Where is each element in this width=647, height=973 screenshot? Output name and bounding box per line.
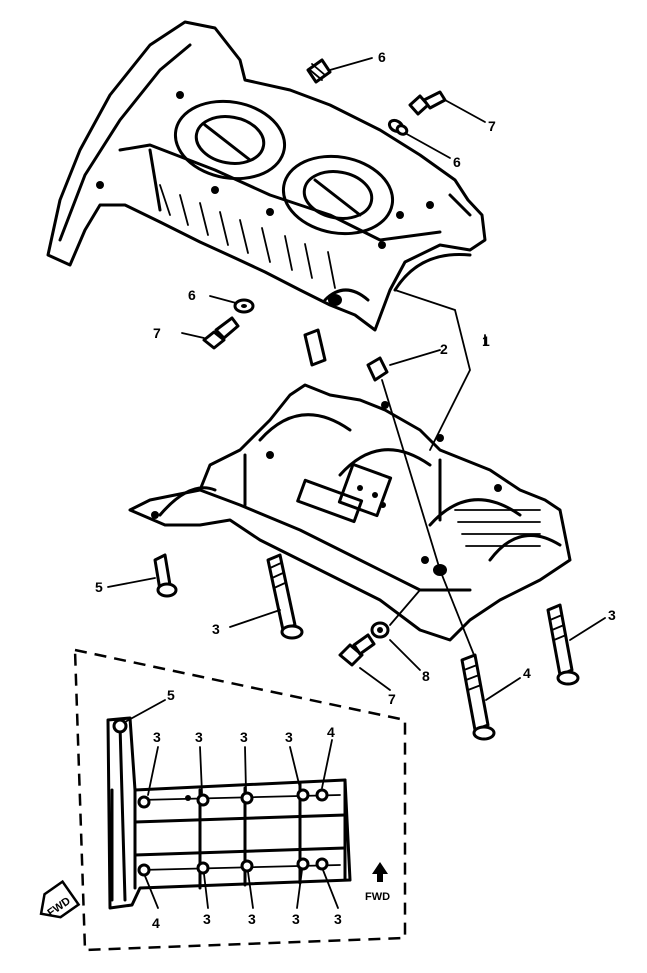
bolt-pattern-inset: 3 3 3 3 4 4 3 3 3 3 5 FWD FWD xyxy=(39,648,407,952)
callout-7-bottom: 7 xyxy=(388,691,396,707)
inset-top-label-1: 3 xyxy=(153,729,161,745)
inset-top-label-2: 3 xyxy=(195,729,203,745)
inset-top-label-4: 3 xyxy=(285,729,293,745)
callout-4: 4 xyxy=(523,665,531,681)
fwd-label-right: FWD xyxy=(365,891,390,903)
callout-7-top-right: 7 xyxy=(488,118,496,134)
stud-top xyxy=(306,58,332,84)
inset-callout-5: 5 xyxy=(167,687,175,703)
callout-1: 1 xyxy=(482,333,490,349)
inset-top-label-3: 3 xyxy=(240,729,248,745)
upper-crankcase xyxy=(46,20,487,332)
bolt-3-left xyxy=(266,553,304,640)
fasteners xyxy=(153,58,580,741)
callout-6-top: 6 xyxy=(378,49,386,65)
leader-lines xyxy=(107,57,606,701)
callout-7-left: 7 xyxy=(153,325,161,341)
inset-bottom-label-2: 3 xyxy=(203,911,211,927)
bolt-left xyxy=(202,316,240,350)
bolt-3-right xyxy=(546,603,580,686)
callout-labels: 6 7 6 6 7 2 1 5 3 7 8 4 3 xyxy=(95,49,616,707)
fwd-arrow-left-icon: FWD xyxy=(39,879,81,919)
washer-left xyxy=(233,298,255,314)
callout-8-bottom: 8 xyxy=(422,668,430,684)
bolt-5-lower-left xyxy=(153,553,178,598)
bolt-7-bottom xyxy=(338,633,376,667)
inset-bottom-label-3: 3 xyxy=(248,911,256,927)
bolt-4 xyxy=(460,653,496,741)
callout-3-left: 3 xyxy=(212,621,220,637)
callout-3-right: 3 xyxy=(608,607,616,623)
bolt-top-right xyxy=(408,90,447,116)
washer-bottom xyxy=(370,621,390,639)
inset-bottom-label-4: 3 xyxy=(292,911,300,927)
callout-5: 5 xyxy=(95,579,103,595)
callout-6-left: 6 xyxy=(188,287,196,303)
callout-2: 2 xyxy=(440,341,448,357)
inset-bottom-label-1: 4 xyxy=(152,915,160,931)
fwd-arrow-up-icon: FWD xyxy=(365,862,390,903)
lower-crankcase xyxy=(128,328,572,642)
inset-top-label-5: 4 xyxy=(327,724,335,740)
washer-top-right xyxy=(387,118,409,136)
dowel-pin xyxy=(366,356,389,382)
inset-bottom-label-5: 3 xyxy=(334,911,342,927)
callout-6-washer-top: 6 xyxy=(453,154,461,170)
